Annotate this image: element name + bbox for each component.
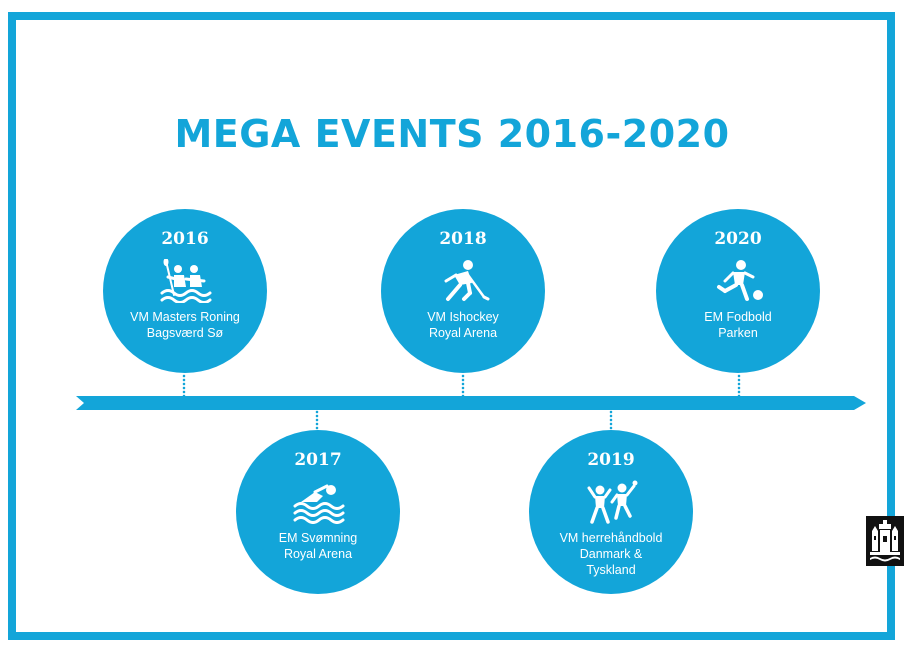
event-venue-line-2: Tyskland (586, 563, 636, 577)
football-icon (717, 260, 763, 301)
event-2016: 2016 VM Masters Roning Bagsværd Sø (103, 209, 267, 373)
event-venue: Royal Arena (283, 547, 353, 561)
event-venue: Parken (718, 326, 758, 340)
event-year: 2019 (587, 450, 635, 470)
event-description: VM Masters Roning Bagsværd Sø (107, 309, 263, 341)
event-name: VM Masters Roning (130, 310, 240, 324)
timeline-connector-2019 (609, 410, 613, 432)
event-venue: Danmark & (579, 547, 643, 561)
rowing-icon (160, 259, 212, 303)
event-year: 2017 (294, 450, 342, 470)
timeline-arrow (76, 396, 866, 410)
timeline-connector-2018 (461, 374, 465, 396)
ice-hockey-icon (444, 260, 490, 301)
event-venue: Royal Arena (428, 326, 498, 340)
city-crest-icon (870, 520, 900, 562)
timeline-connector-2016 (182, 374, 186, 396)
event-year: 2020 (714, 229, 762, 249)
event-year: 2018 (439, 229, 487, 249)
event-2019: 2019 VM herrehåndbold Danmark & Tyskland (529, 430, 693, 594)
event-name: VM herrehåndbold (559, 531, 663, 545)
event-name: EM Svømning (278, 531, 358, 545)
event-2020: 2020 EM Fodbold Parken (656, 209, 820, 373)
event-description: EM Fodbold Parken (660, 309, 816, 341)
event-name: EM Fodbold (704, 310, 772, 324)
event-description: VM Ishockey Royal Arena (385, 309, 541, 341)
swimming-icon (293, 484, 345, 524)
event-2017: 2017 EM Svømning Royal Arena (236, 430, 400, 594)
handball-icon (587, 480, 638, 524)
event-description: EM Svømning Royal Arena (240, 530, 396, 562)
page-title: MEGA EVENTS 2016-2020 (174, 112, 730, 156)
event-name: VM Ishockey (427, 310, 499, 324)
event-2018: 2018 VM Ishockey Royal Arena (381, 209, 545, 373)
event-description: VM herrehåndbold Danmark & Tyskland (533, 530, 689, 578)
event-venue: Bagsværd Sø (146, 326, 224, 340)
timeline-connector-2017 (315, 410, 319, 432)
logo (866, 516, 904, 566)
event-year: 2016 (161, 229, 209, 249)
timeline-connector-2020 (737, 374, 741, 396)
